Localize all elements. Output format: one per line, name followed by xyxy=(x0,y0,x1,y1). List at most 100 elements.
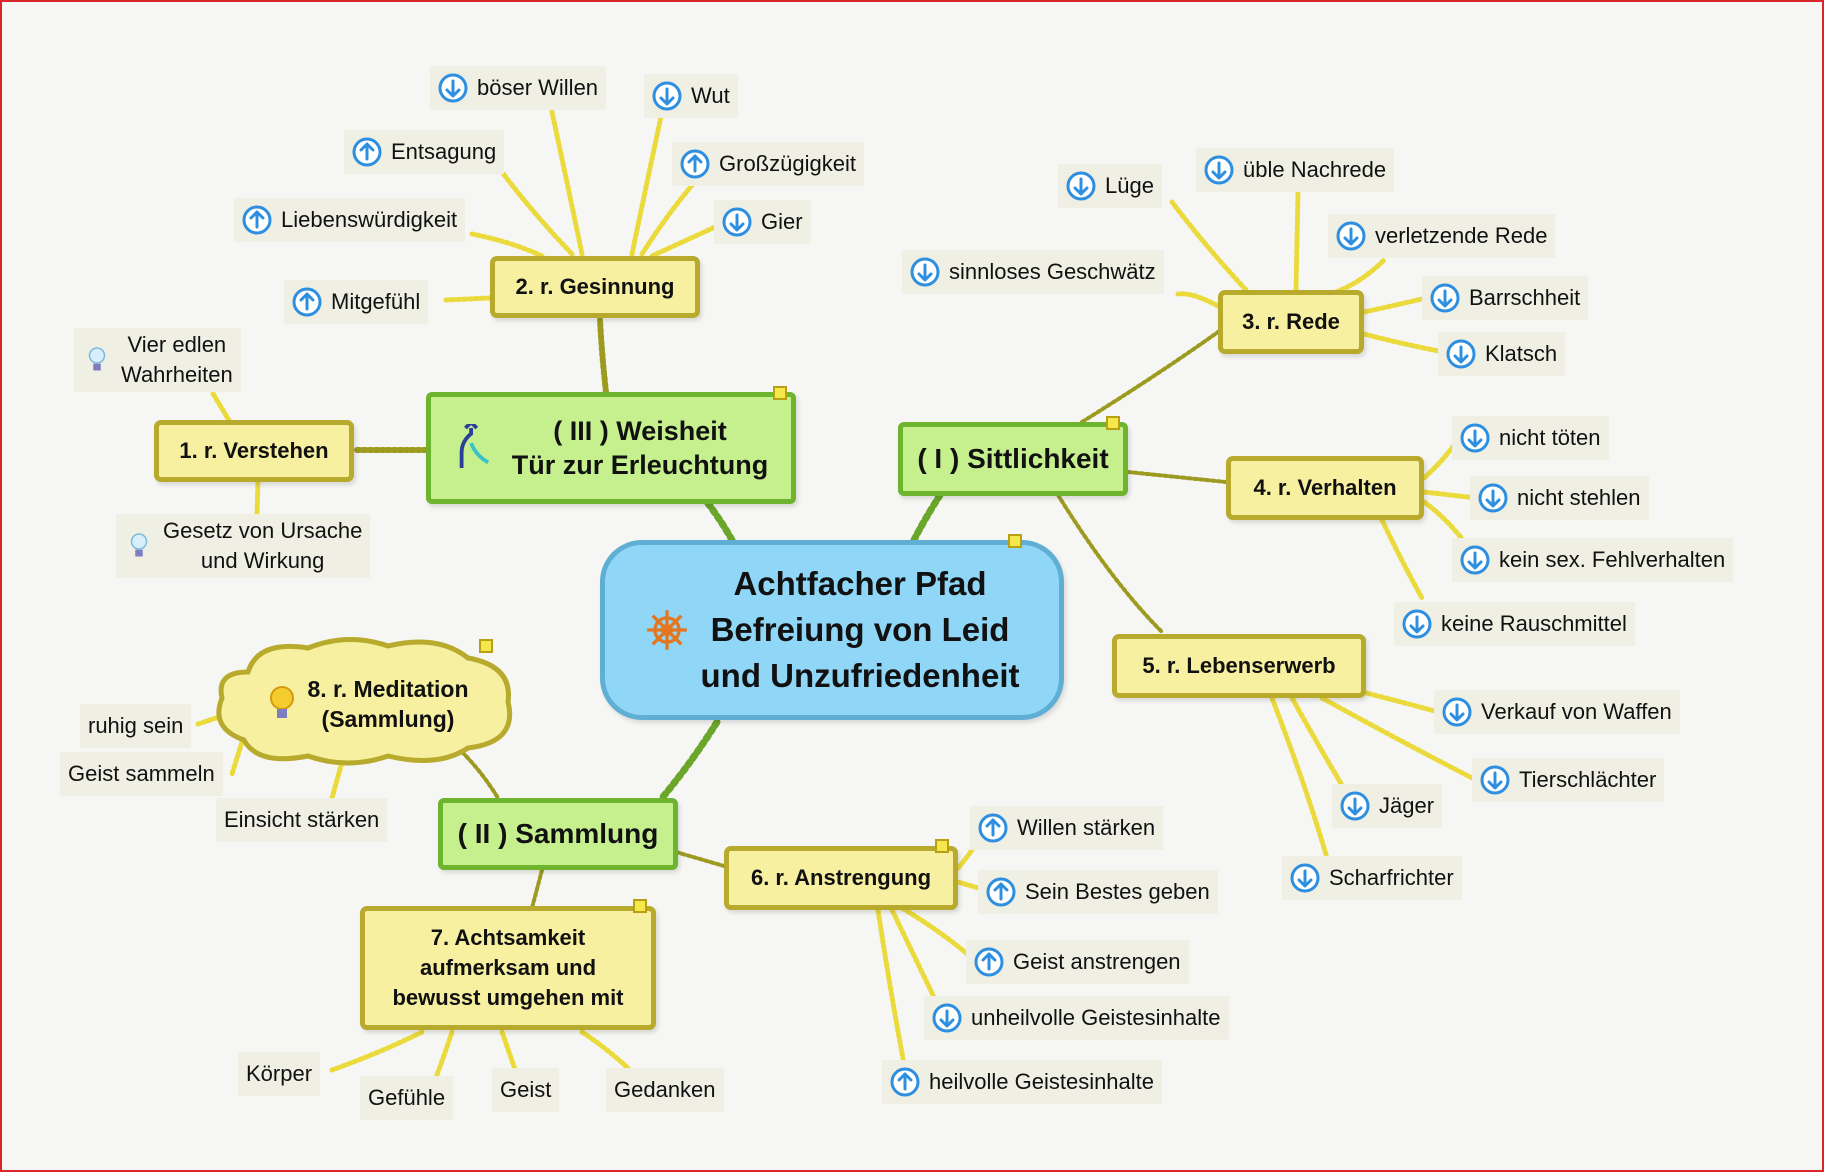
leaf-keine-rauschmittel[interactable]: keine Rauschmittel xyxy=(1394,602,1635,646)
central-topic[interactable]: Achtfacher Pfad Befreiung von Leid und U… xyxy=(600,540,1064,720)
leaf-willen-staerken[interactable]: Willen stärken xyxy=(970,806,1164,850)
leaf-label: keine Rauschmittel xyxy=(1441,611,1627,636)
pillar-sammlung[interactable]: ( II ) Sammlung xyxy=(438,798,678,870)
leaf-label: sinnloses Geschwätz xyxy=(949,259,1156,284)
note-marker[interactable] xyxy=(935,839,949,853)
leaf-line: und Wirkung xyxy=(200,548,325,573)
leaf-line: Gesetz von Ursache xyxy=(163,518,363,543)
leaf-unheilvolle[interactable]: unheilvolle Geistesinhalte xyxy=(924,996,1229,1040)
leaf-label: Sein Bestes geben xyxy=(1025,879,1210,904)
leaf-label: böser Willen xyxy=(477,75,599,100)
note-marker[interactable] xyxy=(1008,534,1022,548)
arrow-down-circle-icon xyxy=(1478,483,1508,513)
step-meditation[interactable]: 8. r. Meditation (Sammlung) xyxy=(242,658,494,750)
leaf-gesetz[interactable]: Gesetz von Ursache und Wirkung xyxy=(116,514,371,578)
arrow-down-circle-icon xyxy=(438,73,468,103)
leaf-ruhig-sein[interactable]: ruhig sein xyxy=(80,704,192,748)
leaf-kein-sex[interactable]: kein sex. Fehlverhalten xyxy=(1452,538,1734,582)
leaf-koerper[interactable]: Körper xyxy=(238,1052,321,1096)
note-marker[interactable] xyxy=(479,639,493,653)
leaf-heilvolle[interactable]: heilvolle Geistesinhalte xyxy=(882,1060,1163,1104)
arrow-down-circle-icon xyxy=(1336,221,1366,251)
step-verhalten-label: 4. r. Verhalten xyxy=(1253,475,1397,500)
pillar-sittlichkeit[interactable]: ( I ) Sittlichkeit xyxy=(898,422,1128,496)
leaf-label: Großzügigkeit xyxy=(719,151,856,176)
leaf-mitgefuehl[interactable]: Mitgefühl xyxy=(284,280,429,324)
leaf-einsicht-staerken[interactable]: Einsicht stärken xyxy=(216,798,388,842)
leaf-entsagung[interactable]: Entsagung xyxy=(344,130,505,174)
leaf-gedanken[interactable]: Gedanken xyxy=(606,1068,724,1112)
leaf-sinnloses-geschwaetz[interactable]: sinnloses Geschwätz xyxy=(902,250,1164,294)
leaf-geist-anstrengen[interactable]: Geist anstrengen xyxy=(966,940,1189,984)
leaf-label: Klatsch xyxy=(1485,341,1558,366)
leaf-boeser-willen[interactable]: böser Willen xyxy=(430,66,607,110)
arrow-down-circle-icon xyxy=(910,257,940,287)
step-rede[interactable]: 3. r. Rede xyxy=(1218,290,1364,354)
leaf-tierschlaechter[interactable]: Tierschlächter xyxy=(1472,758,1665,802)
leaf-nicht-toeten[interactable]: nicht töten xyxy=(1452,416,1609,460)
leaf-geist-sammeln[interactable]: Geist sammeln xyxy=(60,752,223,796)
step-verhalten[interactable]: 4. r. Verhalten xyxy=(1226,456,1424,520)
note-marker[interactable] xyxy=(1106,416,1120,430)
leaf-sein-bestes[interactable]: Sein Bestes geben xyxy=(978,870,1218,914)
step-meditation-text: 8. r. Meditation (Sammlung) xyxy=(307,674,468,734)
leaf-line: Wahrheiten xyxy=(121,362,233,387)
leaf-nicht-stehlen[interactable]: nicht stehlen xyxy=(1470,476,1649,520)
leaf-scharfrichter[interactable]: Scharfrichter xyxy=(1282,856,1462,900)
leaf-vier-wahrheiten[interactable]: Vier edlen Wahrheiten xyxy=(74,328,241,392)
step-anstrengung[interactable]: 6. r. Anstrengung xyxy=(724,846,958,910)
note-marker[interactable] xyxy=(773,386,787,400)
step-verstehen[interactable]: 1. r. Verstehen xyxy=(154,420,354,482)
leaf-verkauf-waffen[interactable]: Verkauf von Waffen xyxy=(1434,690,1680,734)
leaf-barschheit[interactable]: Barrschheit xyxy=(1422,276,1589,320)
central-topic-text: Achtfacher Pfad Befreiung von Leid und U… xyxy=(701,561,1020,699)
lightbulb-off-icon xyxy=(88,347,106,371)
arrow-up-circle-icon xyxy=(974,947,1004,977)
leaf-gefuehle[interactable]: Gefühle xyxy=(360,1076,454,1120)
leaf-ueble-nachrede[interactable]: üble Nachrede xyxy=(1196,148,1395,192)
leaf-grosszuegigkeit[interactable]: Großzügigkeit xyxy=(672,142,864,186)
leaf-gier[interactable]: Gier xyxy=(714,200,811,244)
leaf-label: kein sex. Fehlverhalten xyxy=(1499,547,1726,572)
step-achtsamkeit[interactable]: 7. Achtsamkeit aufmerksam und bewusst um… xyxy=(360,906,656,1030)
leaf-label: Gefühle xyxy=(368,1085,446,1110)
leaf-label: Barrschheit xyxy=(1469,285,1581,310)
lightbulb-icon xyxy=(270,686,295,718)
leaf-label: üble Nachrede xyxy=(1243,157,1387,182)
step-achtsamkeit-line: aufmerksam und xyxy=(419,955,597,980)
leaf-luege[interactable]: Lüge xyxy=(1058,164,1162,208)
step-lebenserwerb[interactable]: 5. r. Lebenserwerb xyxy=(1112,634,1366,698)
pillar-sammlung-label: ( II ) Sammlung xyxy=(457,818,659,849)
pillar-weisheit[interactable]: ( III ) Weisheit Tür zur Erleuchtung xyxy=(426,392,796,504)
pillar-weisheit-text: ( III ) Weisheit Tür zur Erleuchtung xyxy=(512,414,769,482)
arrow-up-circle-icon xyxy=(352,137,382,167)
central-title-line: Befreiung von Leid xyxy=(710,611,1010,648)
note-marker[interactable] xyxy=(633,899,647,913)
leaf-klatsch[interactable]: Klatsch xyxy=(1438,332,1566,376)
leaf-label: verletzende Rede xyxy=(1375,223,1548,248)
step-rede-label: 3. r. Rede xyxy=(1242,309,1340,334)
ship-wheel-icon xyxy=(646,610,687,650)
leaf-label: Scharfrichter xyxy=(1329,865,1454,890)
step-gesinnung[interactable]: 2. r. Gesinnung xyxy=(490,256,700,318)
arrow-down-circle-icon xyxy=(1446,339,1476,369)
leaf-jaeger[interactable]: Jäger xyxy=(1332,784,1443,828)
arrow-down-circle-icon xyxy=(1290,863,1320,893)
leaf-label: Gedanken xyxy=(614,1077,716,1102)
leaf-label: Wut xyxy=(691,83,730,108)
step-meditation-line: 8. r. Meditation xyxy=(307,676,469,702)
leaf-line: Vier edlen xyxy=(127,332,227,357)
leaf-wut[interactable]: Wut xyxy=(644,74,738,118)
leaf-label: heilvolle Geistesinhalte xyxy=(929,1069,1155,1094)
leaf-liebenswuerdigkeit[interactable]: Liebenswürdigkeit xyxy=(234,198,466,242)
leaf-gesetz-text: Gesetz von Ursache und Wirkung xyxy=(163,516,362,576)
central-title-line: und Unzufriedenheit xyxy=(700,657,1020,694)
leaf-vier-text: Vier edlen Wahrheiten xyxy=(121,330,233,390)
step-lebenserwerb-label: 5. r. Lebenserwerb xyxy=(1142,653,1336,678)
arrow-down-circle-icon xyxy=(1480,765,1510,795)
leaf-verletzende-rede[interactable]: verletzende Rede xyxy=(1328,214,1556,258)
leaf-label: ruhig sein xyxy=(88,713,184,738)
leaf-geist[interactable]: Geist xyxy=(492,1068,560,1112)
leaf-label: Körper xyxy=(246,1061,313,1086)
leaf-label: unheilvolle Geistesinhalte xyxy=(971,1005,1221,1030)
